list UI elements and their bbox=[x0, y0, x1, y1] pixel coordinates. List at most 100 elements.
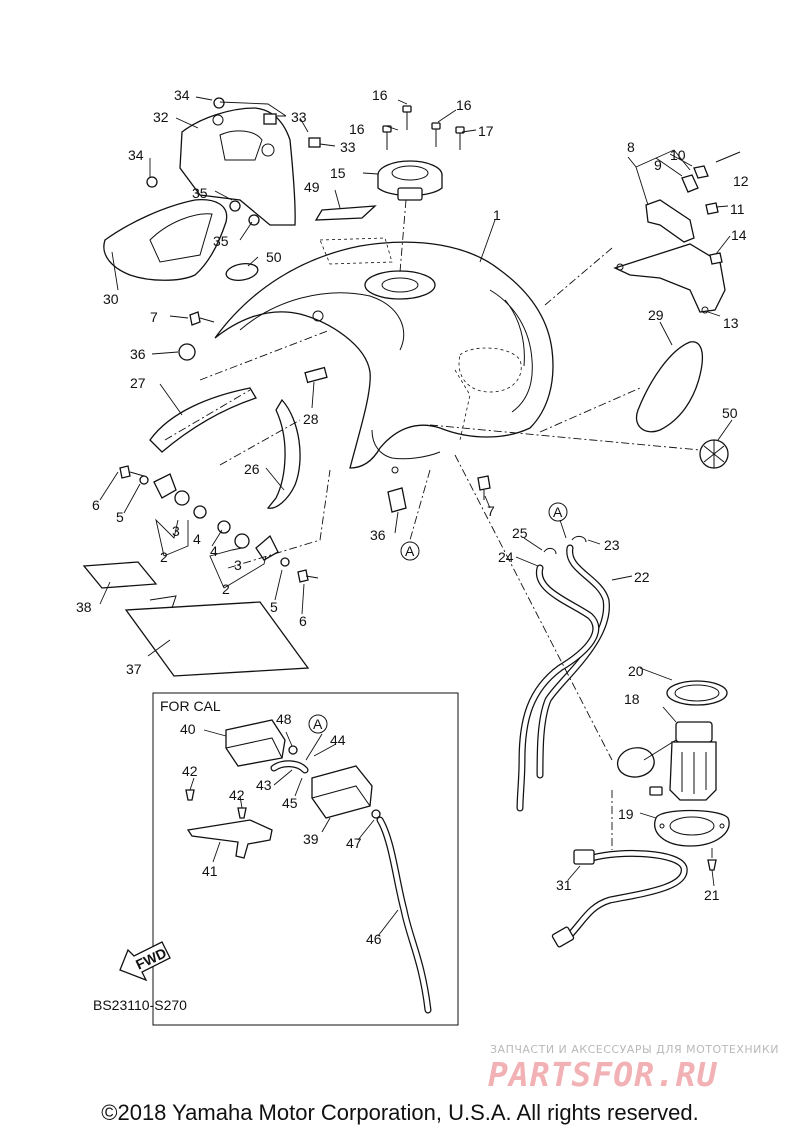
callout-25: 25 bbox=[512, 525, 528, 541]
callout-28: 28 bbox=[303, 411, 319, 427]
callout-11: 11 bbox=[730, 201, 745, 217]
callout-37: 37 bbox=[126, 661, 142, 677]
callout-35: 35 bbox=[192, 185, 208, 201]
callout-4: 4 bbox=[210, 543, 218, 559]
callout-20: 20 bbox=[628, 663, 644, 679]
mount-bolt-7-left bbox=[189, 311, 215, 326]
callout-46: 46 bbox=[366, 931, 382, 947]
callout-2: 2 bbox=[222, 581, 230, 597]
ref-mark-a: A bbox=[405, 543, 415, 559]
tank-cover-32 bbox=[179, 107, 296, 226]
fwd-direction-arrow: FWD bbox=[119, 941, 171, 982]
callout-2: 2 bbox=[160, 549, 168, 565]
drain-hose-24 bbox=[516, 564, 600, 812]
callout-labels: 1 2 2 3 3 4 4 5 5 6 6 7 7 8 9 10 11 12 1… bbox=[76, 87, 749, 947]
for-cal-inset bbox=[152, 692, 459, 1026]
canister-39 bbox=[311, 765, 373, 819]
pump-gasket-ring bbox=[666, 680, 728, 706]
callout-5: 5 bbox=[116, 509, 124, 525]
callout-12: 12 bbox=[733, 173, 749, 189]
canister-bracket-41 bbox=[186, 819, 273, 859]
callout-50: 50 bbox=[722, 405, 738, 421]
callout-48: 48 bbox=[276, 711, 292, 727]
damper-36-lower bbox=[387, 487, 407, 513]
callout-21: 21 bbox=[704, 887, 720, 903]
copyright-notice: ©2018 Yamaha Motor Corporation, U.S.A. A… bbox=[101, 1100, 699, 1125]
callout-34: 34 bbox=[128, 147, 144, 163]
mount-damper-9 bbox=[645, 151, 741, 265]
callout-15: 15 bbox=[330, 165, 346, 181]
canister-40 bbox=[225, 719, 286, 767]
callout-50: 50 bbox=[266, 249, 282, 265]
callout-13: 13 bbox=[723, 315, 739, 331]
callout-40: 40 bbox=[180, 721, 196, 737]
callout-30: 30 bbox=[103, 291, 119, 307]
canister-hoses bbox=[270, 745, 432, 1014]
callout-42: 42 bbox=[182, 763, 198, 779]
callout-14: 14 bbox=[731, 227, 747, 243]
callout-1: 1 bbox=[493, 207, 501, 223]
callout-29: 29 bbox=[648, 307, 664, 323]
callout-7: 7 bbox=[487, 503, 495, 519]
leader-lines bbox=[99, 96, 733, 937]
tank-bracket-13 bbox=[613, 243, 726, 314]
callout-26: 26 bbox=[244, 461, 260, 477]
callout-4: 4 bbox=[193, 531, 201, 547]
breather-hose-22 bbox=[536, 544, 610, 779]
callout-47: 47 bbox=[346, 835, 362, 851]
rubber-pad-38 bbox=[82, 561, 158, 589]
hose-clips-23-25 bbox=[543, 535, 587, 555]
damper-36-upper bbox=[178, 343, 196, 361]
callout-24: 24 bbox=[498, 549, 514, 565]
callout-32: 32 bbox=[153, 109, 169, 125]
inset-title: FOR CAL bbox=[160, 698, 221, 714]
grommet-50-right bbox=[699, 439, 729, 469]
callout-6: 6 bbox=[92, 497, 100, 513]
pump-bolt-21 bbox=[707, 848, 717, 871]
left-mount-hardware bbox=[119, 465, 319, 583]
callout-27: 27 bbox=[130, 375, 146, 391]
canister-bolts-42 bbox=[185, 789, 247, 819]
callout-18: 18 bbox=[624, 691, 640, 707]
callout-35: 35 bbox=[213, 233, 229, 249]
side-cover-29 bbox=[635, 341, 704, 433]
callout-3: 3 bbox=[172, 523, 180, 539]
callout-19: 19 bbox=[618, 806, 634, 822]
cover-28 bbox=[304, 366, 328, 384]
side-panel-30 bbox=[103, 199, 228, 281]
callout-9: 9 bbox=[654, 157, 662, 173]
callout-8: 8 bbox=[627, 139, 635, 155]
callout-3: 3 bbox=[234, 557, 242, 573]
callout-31: 31 bbox=[556, 877, 572, 893]
callout-6: 6 bbox=[299, 613, 307, 629]
callout-33: 33 bbox=[291, 109, 307, 125]
callout-44: 44 bbox=[330, 732, 346, 748]
ref-mark-a: A bbox=[553, 504, 563, 520]
callout-36: 36 bbox=[130, 346, 146, 362]
callout-38: 38 bbox=[76, 599, 92, 615]
pump-plate bbox=[654, 809, 730, 847]
callout-49: 49 bbox=[304, 179, 320, 195]
callout-5: 5 bbox=[270, 599, 278, 615]
callout-10: 10 bbox=[670, 147, 686, 163]
watermark-tagline: ЗАПЧАСТИ И АКСЕССУАРЫ ДЛЯ МОТОТЕХНИКИ bbox=[490, 1043, 779, 1056]
callout-23: 23 bbox=[604, 537, 620, 553]
watermark-logo: PARTSFOR.RU bbox=[488, 1055, 718, 1094]
callout-42: 42 bbox=[229, 787, 245, 803]
emblem-49 bbox=[314, 205, 377, 221]
reference-marks: A A A bbox=[308, 502, 568, 734]
fuel-tank bbox=[214, 237, 554, 474]
grommet-50-left bbox=[225, 262, 259, 282]
cap-bolts bbox=[382, 105, 465, 150]
filler-cap-assembly bbox=[377, 160, 443, 273]
callout-16: 16 bbox=[349, 121, 365, 137]
diagram-code: BS23110-S270 bbox=[93, 997, 187, 1013]
callout-39: 39 bbox=[303, 831, 319, 847]
assembly-center-lines bbox=[164, 247, 701, 761]
mount-bolt-7-right bbox=[477, 475, 491, 500]
callout-16: 16 bbox=[456, 97, 472, 113]
ref-mark-a: A bbox=[313, 716, 323, 732]
callout-36: 36 bbox=[370, 527, 386, 543]
callout-22: 22 bbox=[634, 569, 650, 585]
